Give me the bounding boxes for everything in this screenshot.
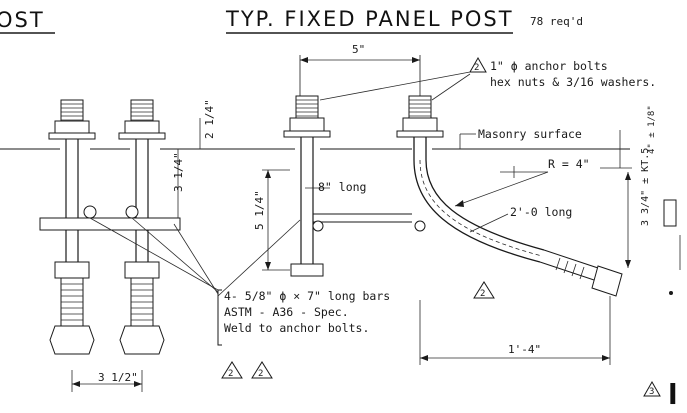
middle-dimension-5-1-4: 5 1/4": [253, 169, 290, 271]
dimension-1-4: 1'-4": [419, 296, 611, 365]
bolt1-bottom-nut: [49, 325, 95, 355]
right-bent-bolt: [396, 95, 623, 297]
middle-straight-bolt: 5": [283, 43, 426, 277]
dim-4-right: 4" ± 1/8": [647, 105, 657, 154]
note-masonry-surface: Masonry surface: [478, 127, 582, 141]
bolt2-hex-nut: [124, 120, 160, 134]
bent-bar-outer: [413, 137, 541, 263]
left-dimensions: 2 1/4" 3 1/4" 3 1/2": [71, 99, 216, 392]
rev-triangle: [643, 380, 661, 397]
bar-section-circle: [83, 205, 97, 219]
radius-note: R = 4": [454, 157, 590, 207]
rev-triangle: [221, 361, 243, 379]
right-dimensions: 4" ± 1/8" 3 3/4" ± KT.5: [600, 105, 657, 268]
rev-number: 2: [474, 63, 479, 73]
note-anchor-bolts-2: hex nuts & 3/16 washers.: [490, 75, 656, 89]
bent-bar-inner: [425, 137, 545, 251]
note-bars-1: 4- 5/8" ϕ × 7" long bars: [224, 289, 390, 303]
middle-washer: [283, 130, 331, 138]
label-8-long: 8" long: [305, 180, 366, 194]
note-anchor-bolts-1: 1" ϕ anchor bolts: [490, 59, 608, 73]
dim-2-1-4: 2 1/4": [203, 99, 216, 139]
left-bolt-pair: [39, 99, 181, 355]
bar-section-circle: [125, 205, 139, 219]
right-note-fragment: 78 req'd: [530, 15, 583, 28]
right-edge-fragments: 3 l: [643, 199, 681, 411]
rev-number: 2: [228, 369, 233, 379]
dim-5: 5": [352, 43, 365, 56]
right-hex-nut: [402, 117, 438, 132]
bolt2-lower-nut: [124, 261, 160, 279]
note-2-0-long: 2'-0 long: [510, 205, 572, 219]
edge-letter-fragment: l: [668, 378, 678, 411]
dim-1-4: 1'-4": [508, 343, 541, 356]
dim-3-3-4-right: 3 3/4" ± KT.5: [640, 148, 651, 226]
note-radius: R = 4": [548, 157, 590, 171]
note-bars-2: ASTM - A36 - Spec.: [224, 305, 349, 319]
middle-hex-nut: [289, 117, 325, 132]
note-8-long: 8" long: [318, 180, 366, 194]
bolt2-washer: [118, 132, 166, 140]
rev-triangle: [251, 361, 273, 379]
bolt1-lower-nut: [54, 261, 90, 279]
bolt1-hex-nut: [54, 120, 90, 134]
bars-note: 4- 5/8" ϕ × 7" long bars ASTM - A36 - Sp…: [89, 217, 390, 379]
masonry-surface-note: Masonry surface: [459, 127, 582, 149]
rev-number: 2: [480, 289, 485, 299]
bent-bolt-end-nut: [591, 265, 623, 297]
dim-3-1-4: 3 1/4": [172, 152, 185, 192]
left-title-fragment: OST: [0, 8, 45, 32]
bolt1-washer: [48, 132, 96, 140]
dim-5-1-4: 5 1/4": [253, 190, 266, 230]
cross-bar: [39, 217, 181, 231]
rev-number: 2: [258, 369, 263, 379]
rev-number: 3: [649, 387, 654, 397]
note-bars-3: Weld to anchor bolts.: [224, 321, 369, 335]
rev-triangle-bend: 2: [473, 281, 495, 299]
rev-triangle: [469, 56, 487, 73]
bolt2-bottom-nut: [119, 325, 165, 355]
main-title: TYP. FIXED PANEL POST: [225, 7, 514, 31]
long-2-0-note: 2'-0 long: [469, 205, 572, 233]
right-washer: [396, 130, 444, 138]
dim-3-1-2: 3 1/2": [98, 371, 138, 384]
anchor-bolt-note: 2 1" ϕ anchor bolts hex nuts & 3/16 wash…: [319, 56, 656, 101]
